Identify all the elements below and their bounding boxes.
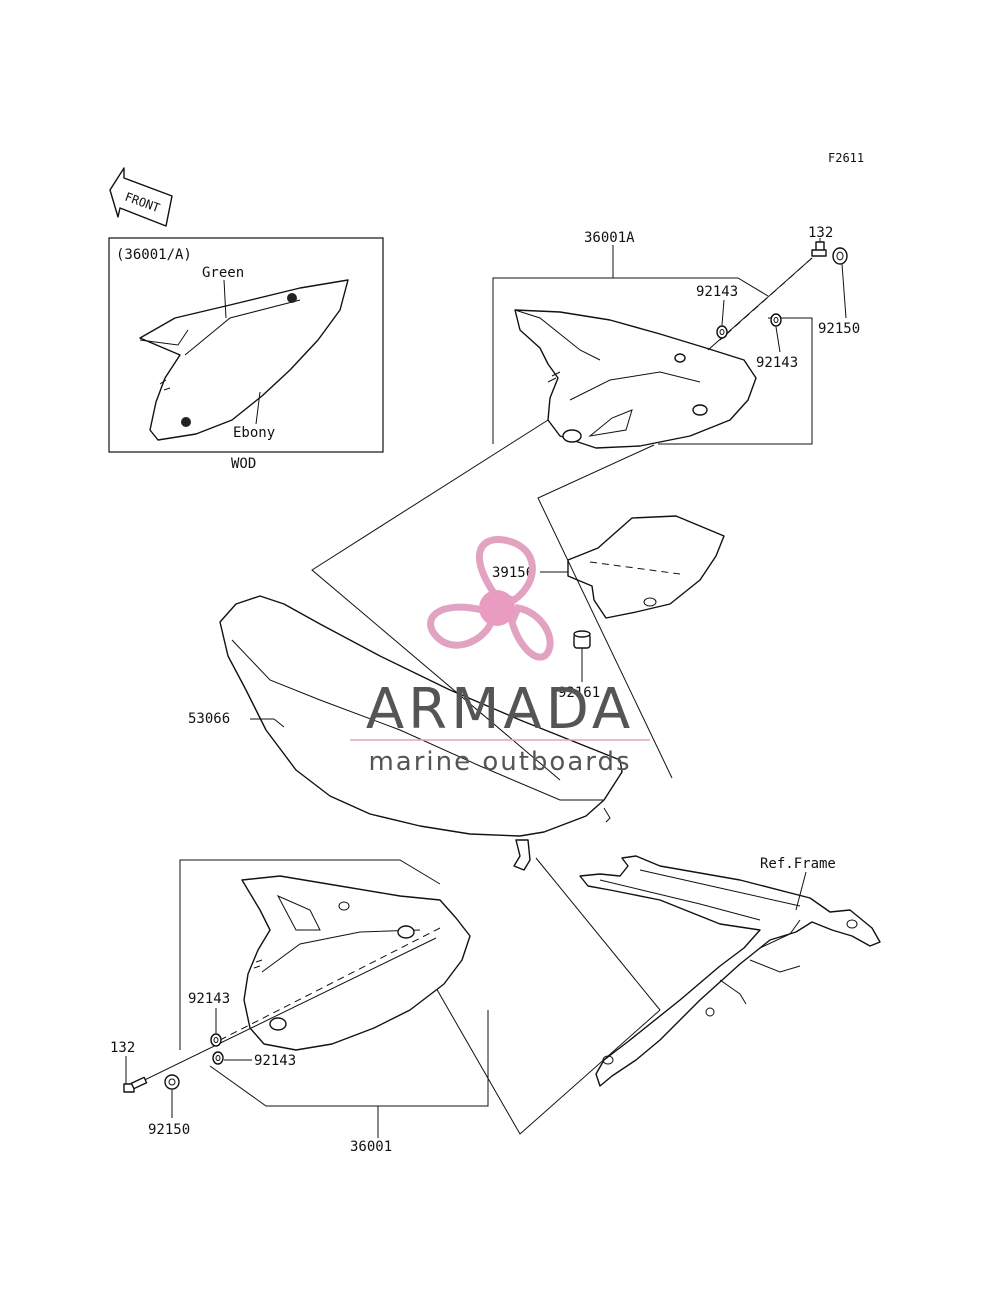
label-seat: 53066	[188, 711, 230, 727]
front-arrow-icon: FRONT	[109, 167, 173, 227]
inset-title: (36001/A)	[116, 247, 192, 263]
label-bush-bot: 92150	[148, 1122, 190, 1138]
washer-bot-b	[212, 1051, 224, 1065]
seat	[219, 595, 623, 871]
watermark-brand: ARMADA	[366, 677, 634, 742]
label-damper: 92161	[558, 685, 600, 701]
side-cover-left	[241, 875, 471, 1051]
label-washer-bot-a: 92143	[188, 991, 230, 1007]
label-washer-bot-b: 92143	[254, 1053, 296, 1069]
inset-box: (36001/A) Green Ebony WOD	[108, 237, 384, 472]
label-pad: 39156	[492, 565, 534, 581]
figure-code: F2611	[828, 151, 864, 165]
inset-label-ebony: Ebony	[233, 425, 275, 441]
label-bolt-top: 132	[808, 225, 833, 241]
side-cover-right	[514, 309, 757, 449]
propeller-logo-icon	[427, 536, 554, 661]
label-washer-top-a: 92143	[696, 284, 738, 300]
washer-top-b	[770, 313, 782, 327]
bush-bot	[164, 1074, 180, 1090]
washer-top-a	[716, 325, 728, 339]
damper	[573, 630, 591, 649]
inset-side-cover	[139, 279, 349, 441]
bush-top	[832, 247, 848, 265]
ref-frame	[579, 855, 881, 1087]
label-bush-top: 92150	[818, 321, 860, 337]
label-side-cover-right: 36001A	[584, 230, 635, 246]
label-washer-top-b: 92143	[756, 355, 798, 371]
label-bolt-bot: 132	[110, 1040, 135, 1056]
label-ref-frame: Ref.Frame	[760, 856, 836, 872]
bolt-top	[811, 241, 827, 257]
watermark-tagline: marine outboards	[368, 747, 631, 777]
washer-bot-a	[210, 1033, 222, 1047]
pad	[567, 515, 725, 619]
inset-label-green: Green	[202, 265, 244, 281]
side-cover-left-group: 36001 92143 92143 132	[110, 859, 489, 1155]
inset-caption: WOD	[231, 456, 256, 472]
side-cover-right-group: 36001A 132 92150 921	[492, 225, 860, 449]
watermark: ARMADA marine outboards	[350, 536, 650, 777]
label-side-cover-left: 36001	[350, 1139, 392, 1155]
bolt-bot	[123, 1076, 148, 1093]
